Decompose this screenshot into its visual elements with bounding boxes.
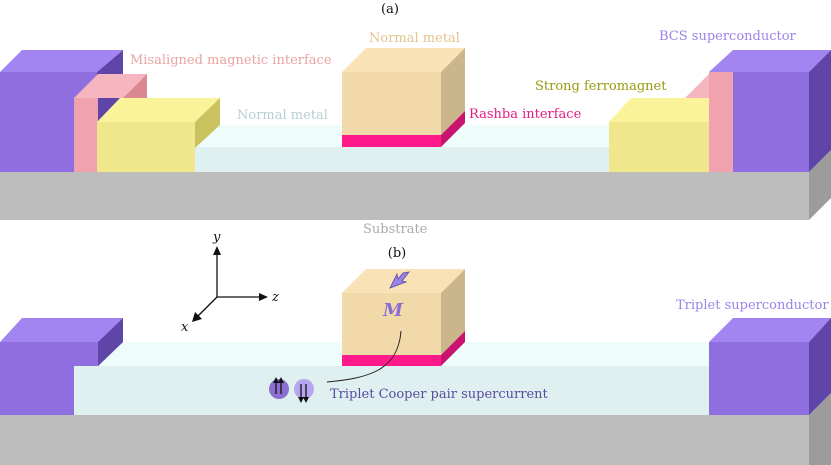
rashba-interface-a [342,111,465,147]
bcs-superconductor-right [709,50,831,172]
misaligned-interface-left [74,74,147,172]
rashba-interface-b [342,331,465,366]
normal-metal-cube-a [342,48,465,135]
axis-label-z: z [271,290,279,305]
label-normal-metal-mid: Normal metal [237,108,328,123]
label-supercurrent: Triplet Cooper pair supercurrent [330,387,549,402]
panel-b-label: (b) [388,246,406,261]
supercurrent-connector [326,330,402,383]
ferromagnet-right [609,98,709,172]
misaligned-interface-right [685,72,733,172]
label-strong-ferromagnet: Strong ferromagnet [535,79,667,94]
magnetization-label: M [382,300,404,321]
label-misaligned-interface: Misaligned magnetic interface [130,53,332,68]
label-bcs-superconductor: BCS superconductor [659,29,797,44]
axis-label-y: y [212,230,221,245]
normal-metal-cube-b [342,269,465,355]
coordinate-axes [192,246,268,322]
label-triplet-superconductor: Triplet superconductor [676,298,829,313]
cooper-pair-icon [269,377,314,403]
label-substrate: Substrate [363,222,428,237]
label-rashba-interface: Rashba interface [469,107,582,122]
panel-a-label: (a) [381,2,399,17]
ferromagnet-left [97,98,220,172]
axis-label-x: x [181,320,189,335]
triplet-superconductor-right [709,318,831,415]
label-normal-metal-top: Normal metal [369,31,460,46]
magnetization-arrow-icon [389,271,410,289]
triplet-superconductor-left [0,318,123,415]
